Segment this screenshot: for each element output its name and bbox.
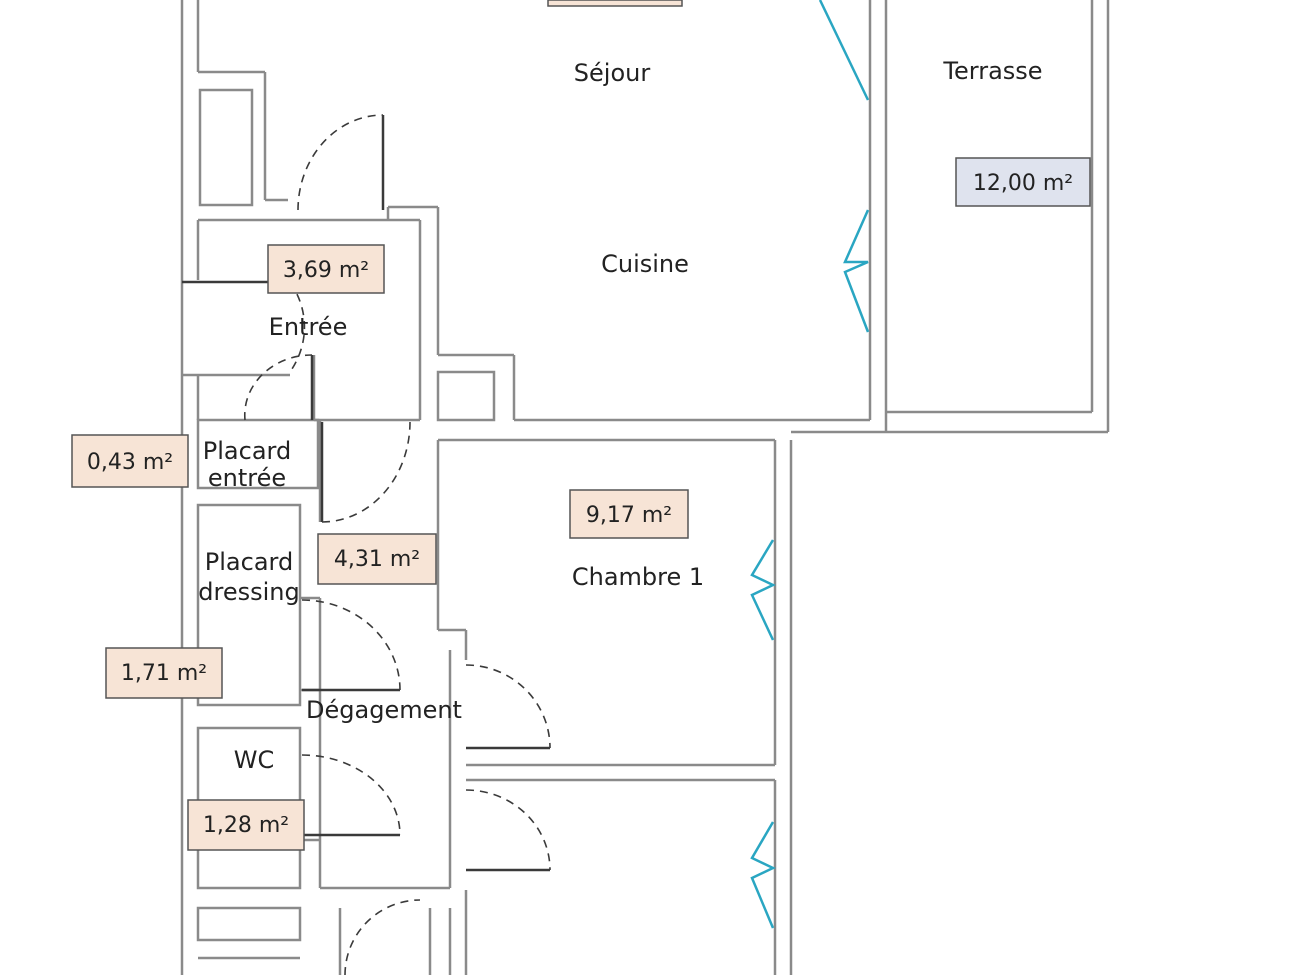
room-placard-entree-line1: Placard [203, 437, 291, 465]
area-degagement: 4,31 m² [334, 547, 420, 572]
room-placard-dressing-line1: Placard [205, 548, 293, 576]
area-box-wc [187, 799, 305, 851]
area-box-top [547, 0, 683, 7]
area-box-placard-entree [71, 434, 189, 488]
area-box-entree [267, 244, 385, 294]
doors [182, 114, 551, 975]
area-chambre1: 9,17 m² [586, 503, 672, 528]
area-box-placard-dressing [105, 647, 223, 699]
windows [750, 0, 870, 929]
area-box-terrasse [955, 157, 1091, 207]
area-placard-dressing: 1,71 m² [121, 661, 207, 686]
area-wc: 1,28 m² [203, 813, 289, 838]
area-entree: 3,69 m² [283, 258, 369, 283]
room-sejour: Séjour [574, 59, 651, 87]
room-placard-dressing-line2: dressing [198, 578, 299, 606]
room-degagement: Dégagement [306, 696, 462, 724]
room-placard-entree-line2: entrée [208, 464, 286, 492]
area-box-degagement [317, 533, 437, 585]
room-entree: Entrée [269, 313, 348, 341]
area-box-chambre1 [569, 489, 689, 539]
area-terrasse: 12,00 m² [973, 171, 1073, 196]
walls [180, 0, 1110, 975]
room-terrasse: Terrasse [942, 57, 1042, 85]
room-cuisine: Cuisine [601, 250, 689, 278]
room-wc: WC [234, 746, 275, 774]
area-placard-entree: 0,43 m² [87, 450, 173, 475]
room-chambre1: Chambre 1 [572, 563, 704, 591]
